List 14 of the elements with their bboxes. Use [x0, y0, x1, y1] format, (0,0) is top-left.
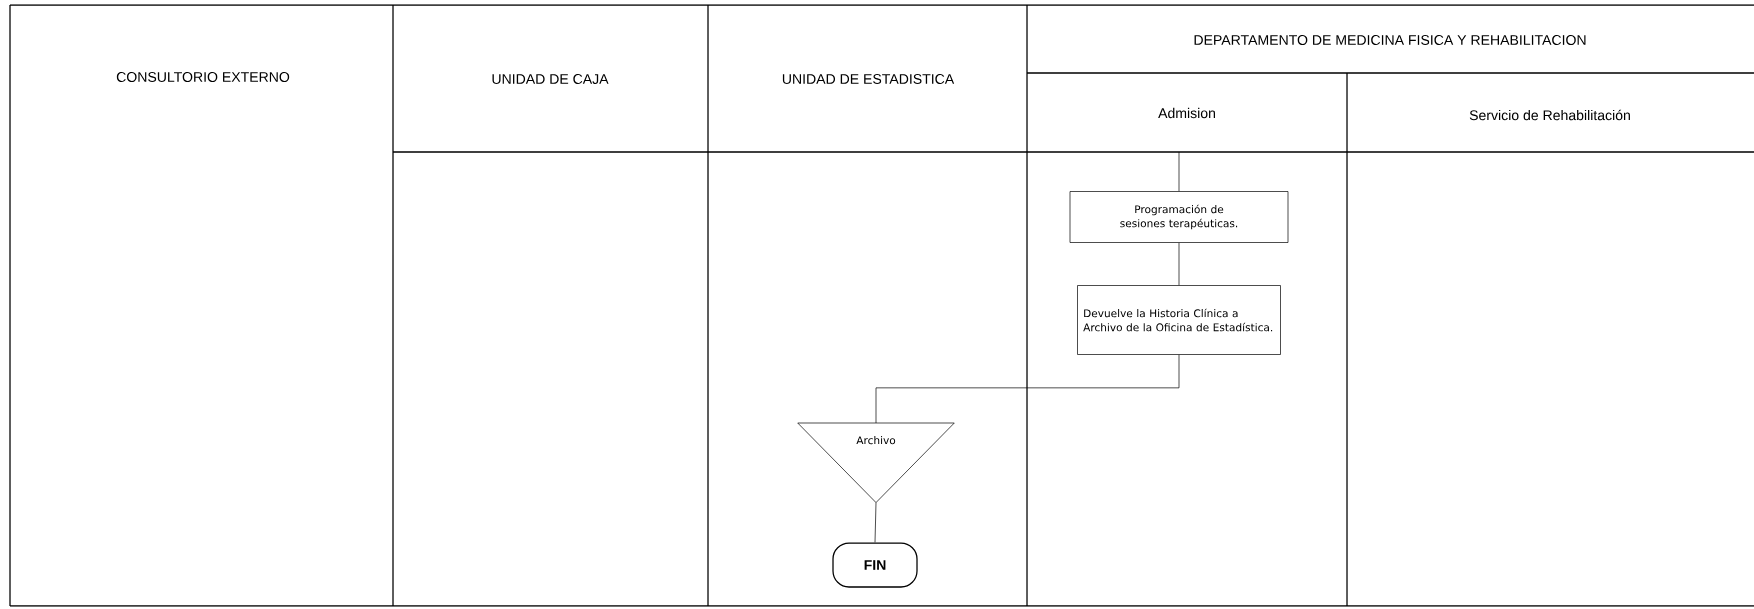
lane-header: Admision: [1158, 107, 1215, 119]
connector-line: [874, 502, 877, 543]
lane-header: UNIDAD DE CAJA: [492, 74, 609, 84]
connector-line: [1178, 242, 1180, 286]
connector-line: [1178, 151, 1180, 192]
lane-header: CONSULTORIO EXTERNO: [116, 72, 290, 82]
archive-triangle: Archivo: [797, 422, 955, 503]
process-box: Devuelve la Historia Clínica a Archivo de la Oficina de Estadística.: [1077, 285, 1281, 355]
connector-line: [875, 354, 1180, 424]
terminator: FIN: [832, 542, 918, 588]
lane-header: Servicio de Rehabilitación: [1469, 109, 1630, 121]
lane-header: UNIDAD DE ESTADISTICA: [782, 74, 955, 84]
lane-header: DEPARTAMENTO DE MEDICINA FISICA Y REHABILITACION: [1194, 35, 1586, 45]
process-box: Programación de sesiones terapéuticas.: [1069, 191, 1289, 243]
